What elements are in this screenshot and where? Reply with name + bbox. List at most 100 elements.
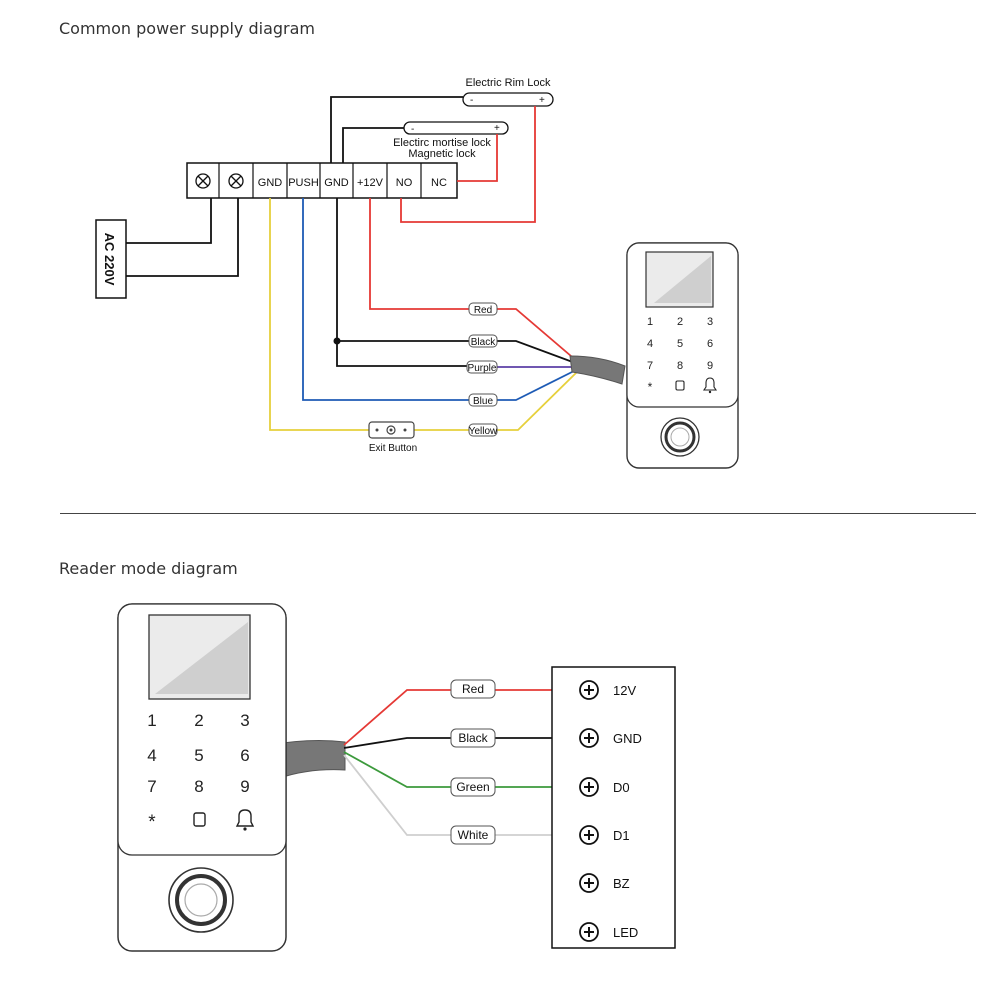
fingerprint-icon: [660, 417, 700, 457]
wire-label-blue-text: Blue: [473, 396, 493, 407]
key-0: [193, 812, 206, 827]
ground-junction: [333, 337, 341, 345]
key-7: 7: [147, 777, 156, 796]
terminal-12v-label: 12V: [613, 683, 636, 698]
controller-terminal-block: 12V GND D0 D1: [551, 666, 676, 949]
ac-220v-label: AC 220V: [102, 233, 117, 286]
reader-wire-label-white-text: White: [458, 828, 489, 842]
keypad-reader-small: 1 2 3 4 5 6 7 8 9 *: [569, 242, 739, 469]
key-6: 6: [707, 338, 713, 350]
black-wire-branch: [336, 341, 469, 367]
yellow-wire: [269, 198, 369, 431]
reader-green-wire: [343, 751, 451, 788]
mortise-lock-black-wire: [342, 127, 404, 163]
key-0: [675, 380, 685, 391]
wire-label-purple: Purple: [466, 360, 498, 374]
fuse-icon: [228, 173, 244, 189]
bell-icon: [702, 377, 718, 394]
red-wire-tail: [497, 308, 579, 363]
key-4: 4: [647, 338, 653, 350]
reader-wire-label-green-text: Green: [456, 780, 489, 794]
rim-lock-label: Electric Rim Lock: [466, 77, 551, 89]
reader-mode-diagram: 1 2 3 4 5 6 7 8 9 *: [117, 603, 676, 952]
terminal-screw-icon: [579, 922, 599, 942]
key-6: 6: [240, 746, 249, 765]
key-9: 9: [240, 777, 249, 796]
key-3: 3: [707, 316, 713, 328]
mortise-magnetic-lock: - + Electirc mortise lock Magnetic lock: [393, 121, 509, 160]
fingerprint-icon: [168, 867, 234, 933]
key-2: 2: [677, 316, 683, 328]
key-8: 8: [194, 777, 203, 796]
power-diagram-title: Common power supply diagram: [59, 19, 316, 38]
key-1: 1: [147, 711, 156, 730]
terminal-screw-icon: [579, 728, 599, 748]
terminal-screw-icon: [579, 873, 599, 893]
key-star: *: [148, 812, 156, 833]
key-8: 8: [677, 360, 683, 372]
terminal-block: GND PUSH GND +12V NO NC: [186, 162, 458, 199]
key-5: 5: [677, 338, 683, 350]
key-9: 9: [707, 360, 713, 372]
exit-button-label: Exit Button: [369, 443, 417, 454]
terminal-gnd2-label: GND: [324, 177, 349, 189]
mortise-lock-label: Electirc mortise lock: [393, 137, 491, 149]
reader-wire-label-red-text: Red: [462, 682, 484, 696]
rim-lock-black-wire: [330, 96, 463, 163]
terminal-bz-label: BZ: [613, 876, 630, 891]
key-4: 4: [147, 746, 156, 765]
blue-wire-tail: [497, 368, 579, 401]
section-divider: [60, 513, 976, 514]
blue-wire: [302, 198, 469, 401]
key-3: 3: [240, 711, 249, 730]
rim-lock-red-wire: [400, 106, 536, 223]
key-2: 2: [194, 711, 203, 730]
reader-wire-label-black-text: Black: [458, 731, 488, 745]
yellow-wire-tail: [497, 370, 579, 431]
ac-wire-2: [126, 198, 239, 277]
power-supply-diagram: AC 220V GND PUSH GND +: [95, 77, 739, 469]
mortise-lock-plus: +: [494, 123, 500, 134]
terminal-gnd-label: GND: [613, 731, 642, 746]
reader-wire-label-black: Black: [450, 728, 496, 748]
red-wire: [369, 198, 469, 310]
ac-wire-1: [126, 198, 212, 244]
terminal-screw-icon: [579, 777, 599, 797]
terminal-nc-label: NC: [431, 177, 447, 189]
keypad-reader-large: 1 2 3 4 5 6 7 8 9 *: [117, 603, 346, 952]
terminal-led-label: LED: [613, 925, 638, 940]
wire-label-blue: Blue: [468, 393, 498, 407]
wire-label-red-text: Red: [474, 305, 492, 316]
terminal-gnd-label: GND: [258, 177, 283, 189]
key-1: 1: [647, 316, 653, 328]
mortise-lock-minus: -: [411, 124, 414, 135]
terminal-d0-label: D0: [613, 780, 630, 795]
key-7: 7: [647, 360, 653, 372]
terminal-no-label: NO: [396, 177, 413, 189]
black-wire: [336, 198, 469, 342]
magnetic-lock-label: Magnetic lock: [408, 148, 476, 160]
reader-red-wire: [343, 689, 451, 746]
key-5: 5: [194, 746, 203, 765]
wire-label-yellow: Yellow: [468, 423, 498, 437]
wire-label-black: Black: [468, 334, 498, 348]
exit-button-device: Exit Button: [368, 421, 417, 454]
reader-black-wire: [343, 737, 451, 749]
terminal-screw-icon: [579, 680, 599, 700]
wire-label-purple-text: Purple: [468, 363, 497, 374]
reader-diagram-title: Reader mode diagram: [59, 559, 238, 578]
fuse-icon: [195, 173, 211, 189]
terminal-push-label: PUSH: [288, 177, 319, 189]
mortise-lock-red-wire: [457, 134, 498, 182]
key-star: *: [648, 380, 653, 394]
wire-label-yellow-text: Yellow: [469, 426, 498, 437]
terminal-screw-icon: [579, 825, 599, 845]
electric-rim-lock: Electric Rim Lock - +: [462, 77, 554, 107]
wire-label-red: Red: [468, 302, 498, 316]
ac-220v-source: AC 220V: [95, 219, 127, 299]
reader-wire-label-green: Green: [450, 777, 496, 797]
reader-wire-label-white: White: [450, 825, 496, 845]
rim-lock-plus: +: [539, 95, 545, 106]
wire-label-black-text: Black: [471, 337, 496, 348]
